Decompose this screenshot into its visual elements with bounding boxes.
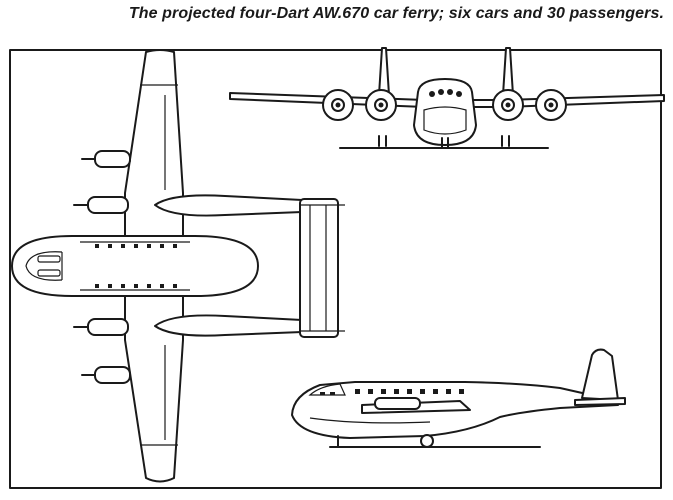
front-fin-left — [378, 47, 390, 96]
front-view — [229, 47, 665, 149]
plan-engine-1 — [81, 150, 131, 168]
plan-engine-3 — [73, 318, 129, 336]
front-propeller-2 — [365, 89, 397, 121]
plan-cockpit — [25, 251, 63, 281]
drawing-frame — [9, 49, 662, 489]
plan-fuselage — [11, 235, 259, 297]
figure-caption: The projected four-Dart AW.670 car ferry… — [128, 5, 664, 22]
side-fin — [581, 348, 619, 401]
side-nacelle — [374, 397, 421, 410]
side-view — [291, 348, 626, 448]
plan-engine-2 — [73, 196, 129, 214]
front-propeller-4 — [535, 89, 567, 121]
lower-tail-boom — [154, 314, 303, 337]
upper-tail-boom — [154, 194, 303, 217]
side-main-wheel — [420, 434, 434, 448]
plan-view — [11, 49, 345, 483]
side-windows — [355, 389, 464, 394]
front-propeller-1 — [322, 89, 354, 121]
plan-engine-4 — [81, 366, 131, 384]
front-propeller-3 — [492, 89, 524, 121]
front-fin-right — [502, 47, 514, 96]
front-undercarriage — [378, 135, 510, 149]
plan-windows — [95, 244, 177, 288]
plan-tailplane — [299, 198, 339, 338]
side-tailplane — [574, 397, 626, 406]
front-fuselage — [413, 78, 477, 146]
